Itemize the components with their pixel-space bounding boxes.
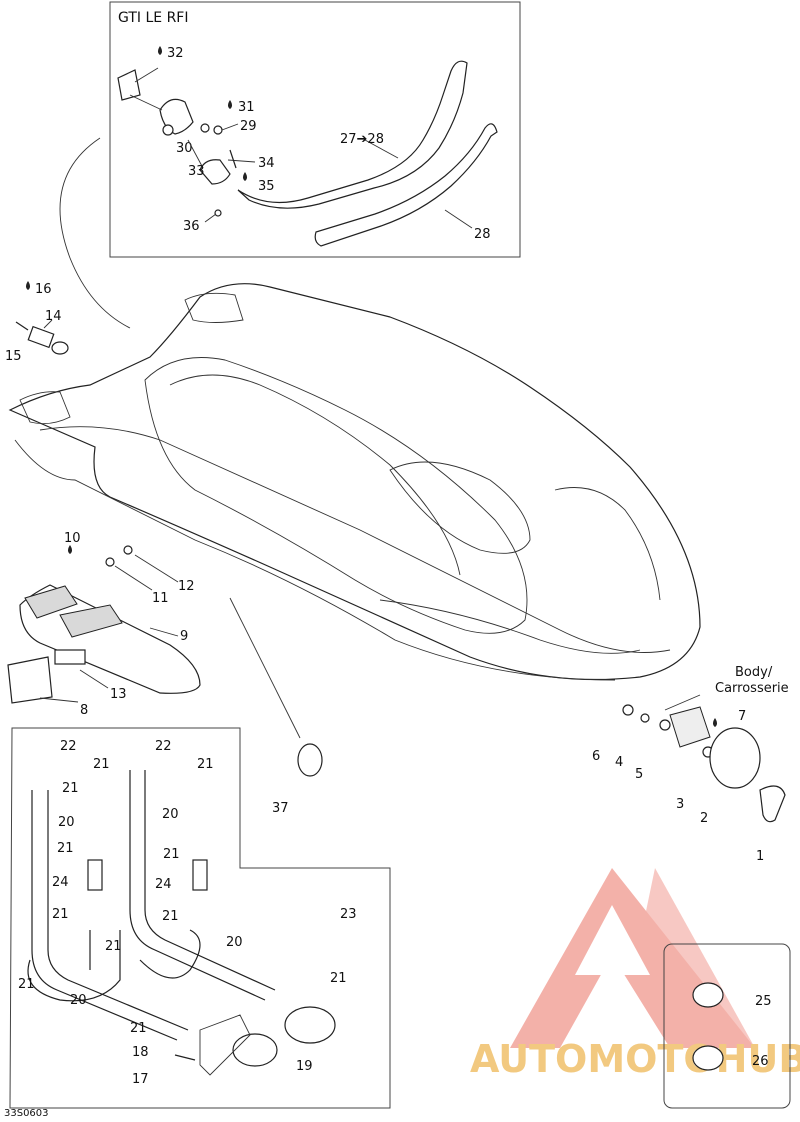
callout-28: 28 — [474, 227, 491, 242]
callout-8: 8 — [80, 703, 88, 718]
drop-icon — [228, 100, 232, 109]
callout-21f: 21 — [52, 907, 69, 922]
callout-21c: 21 — [62, 781, 79, 796]
callout-6: 6 — [592, 749, 600, 764]
callout-1: 1 — [756, 849, 764, 864]
clamp-box: 25 26 — [663, 943, 791, 1109]
callout-20b: 20 — [162, 807, 179, 822]
drop-icon — [158, 46, 162, 55]
callout-29: 29 — [240, 119, 257, 134]
callout-35: 35 — [258, 179, 275, 194]
callout-9: 9 — [180, 629, 188, 644]
figure-code: 33S0603 — [4, 1108, 49, 1119]
callout-18: 18 — [132, 1045, 149, 1060]
callout-7: 7 — [738, 709, 746, 724]
callout-20d: 20 — [70, 993, 87, 1008]
inset-title: GTI LE RFI — [118, 10, 189, 26]
callout-21h: 21 — [105, 939, 122, 954]
callout-26: 26 — [752, 1054, 769, 1069]
callout-19: 19 — [296, 1059, 313, 1074]
callout-25: 25 — [755, 994, 772, 1009]
drop-icon — [26, 281, 30, 290]
callout-24b: 24 — [155, 877, 172, 892]
callout-20c: 20 — [226, 935, 243, 950]
callout-21k: 21 — [130, 1021, 147, 1036]
watermark-text: AUTOMOTOHUB — [470, 1037, 800, 1081]
callout-21a: 21 — [93, 757, 110, 772]
callout-31: 31 — [238, 100, 255, 115]
callout-23: 23 — [340, 907, 357, 922]
callout-14: 14 — [45, 309, 62, 324]
body-label-line2: Carrosserie — [715, 681, 789, 696]
callout-12: 12 — [178, 579, 195, 594]
callout-21j: 21 — [330, 971, 347, 986]
drop-icon — [68, 545, 72, 554]
callout-3: 3 — [676, 797, 684, 812]
inset-gti-le-rfi: GTI LE RFI 32 30 31 29 33 34 35 36 27➔ — [109, 1, 521, 258]
callout-11: 11 — [152, 591, 169, 606]
callout-22b: 22 — [155, 739, 172, 754]
callout-13: 13 — [110, 687, 127, 702]
callout-24a: 24 — [52, 875, 69, 890]
callout-10: 10 — [64, 531, 81, 546]
watermark-logo: AUTOMOTOHUB — [470, 868, 800, 1081]
callout-33: 33 — [188, 164, 205, 179]
callout-30: 30 — [176, 141, 193, 156]
callout-34: 34 — [258, 156, 275, 171]
hose-assembly-box: 22 22 21 21 21 20 20 21 21 24 24 21 21 2… — [9, 727, 391, 1109]
callout-21e: 21 — [163, 847, 180, 862]
callout-17: 17 — [132, 1072, 149, 1087]
callout-5: 5 — [635, 767, 643, 782]
callout-22a: 22 — [60, 739, 77, 754]
callout-37: 37 — [272, 801, 289, 816]
callout-21g: 21 — [162, 909, 179, 924]
callout-15: 15 — [5, 349, 22, 364]
callout-20a: 20 — [58, 815, 75, 830]
drain-plug-assembly: 7 6 4 5 3 2 1 — [592, 704, 786, 864]
callout-16: 16 — [35, 282, 52, 297]
callout-21i: 21 — [18, 977, 35, 992]
hull-body — [8, 283, 701, 681]
callout-36: 36 — [183, 219, 200, 234]
callout-4: 4 — [615, 755, 623, 770]
body-label-line1: Body/ — [735, 665, 773, 680]
intake-grille: 10 12 11 9 13 8 — [7, 531, 201, 718]
callout-21b: 21 — [197, 757, 214, 772]
callout-27-28: 27➔28 — [340, 132, 384, 147]
callout-21d: 21 — [57, 841, 74, 856]
drop-icon — [713, 718, 717, 727]
callout-2: 2 — [700, 811, 708, 826]
drop-icon — [243, 172, 247, 181]
callout-32: 32 — [167, 46, 184, 61]
